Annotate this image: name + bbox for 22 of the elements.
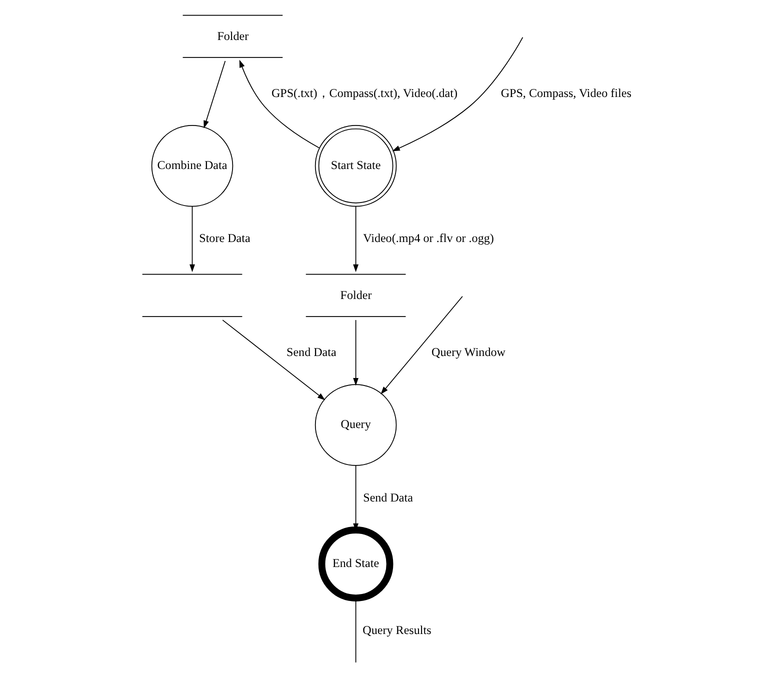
arrow (353, 206, 359, 272)
edge-label: Send Data (363, 490, 413, 504)
node-circle: Combine Data (151, 125, 234, 207)
arrow (380, 296, 463, 394)
node-text: Folder (340, 288, 372, 302)
arrow (353, 320, 359, 386)
edge-label: Video(.mp4 or .flv or .ogg) (363, 231, 494, 246)
node-circle: End State (318, 526, 394, 602)
edge-label: Query Results (362, 622, 432, 637)
arrow (222, 320, 326, 400)
edge-label: GPS, Compass, Video files (500, 86, 632, 100)
node-circle: Query (314, 384, 397, 466)
arrow (239, 60, 320, 148)
node-text: Folder (217, 28, 249, 43)
arrow (204, 60, 226, 128)
arrow (190, 206, 195, 272)
node-circle: Start State (314, 125, 397, 207)
arrow (392, 36, 524, 152)
edge-label: GPS(.txt)，Compass(.txt), Video(.dat) (271, 86, 458, 100)
edge-label: Send Data (286, 344, 336, 359)
edge-label: Query Window (432, 344, 506, 359)
edge-label: Store Data (199, 231, 250, 246)
